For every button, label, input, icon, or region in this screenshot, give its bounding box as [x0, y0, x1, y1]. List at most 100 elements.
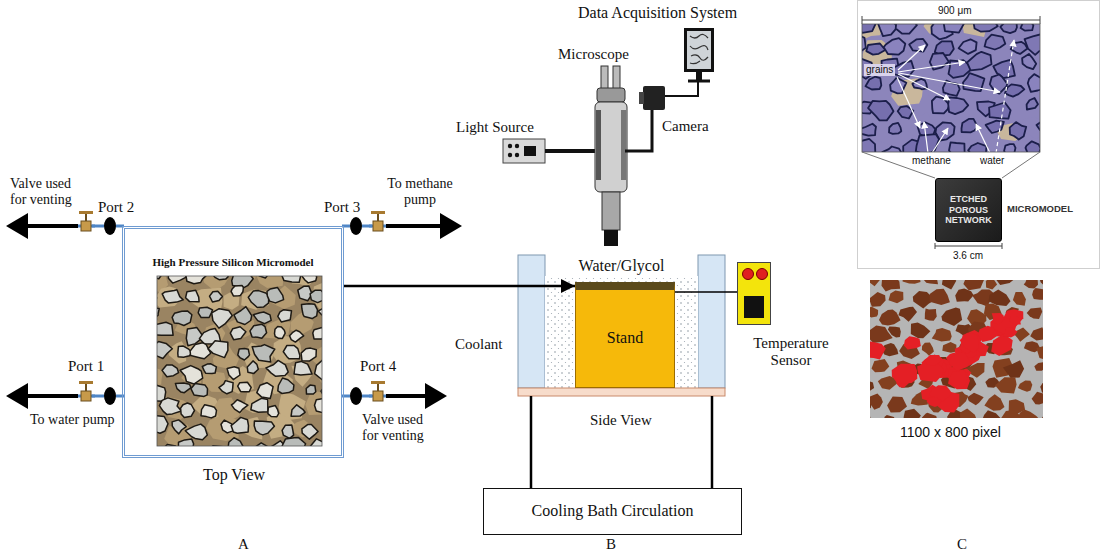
device-label: Camera	[662, 118, 709, 135]
grain	[960, 409, 978, 418]
grain	[985, 35, 1006, 50]
panel-letter: C	[957, 536, 967, 553]
grain	[208, 341, 228, 358]
callout-label: methane	[912, 155, 951, 167]
grain	[925, 355, 942, 366]
grain	[955, 289, 973, 302]
grain	[896, 24, 917, 34]
grain	[227, 367, 240, 380]
coolant-label: Coolant	[455, 336, 503, 353]
grain	[1032, 288, 1043, 300]
indicator-light	[756, 268, 768, 280]
grain	[882, 147, 901, 153]
grain	[294, 361, 312, 375]
stand-box: Stand	[575, 282, 675, 388]
cooling-tank: Water/GlycolStand	[518, 255, 725, 396]
grain	[172, 311, 192, 326]
grain	[868, 101, 893, 121]
grain	[228, 438, 243, 446]
bath-label: Cooling Bath Circulation	[532, 502, 694, 520]
grain	[898, 307, 917, 322]
grain	[949, 142, 965, 152]
grain	[231, 417, 248, 433]
grain	[967, 52, 992, 71]
grain	[315, 359, 322, 380]
grain	[884, 415, 895, 418]
micromodel-chip: ETCHED POROUS NETWORK	[935, 178, 1002, 242]
dimension-label: 900 μm	[936, 5, 974, 17]
grain	[911, 323, 931, 339]
tank-label: Water/Glycol	[579, 257, 665, 275]
grain	[992, 313, 1005, 325]
grain	[925, 308, 937, 320]
grain	[266, 360, 288, 376]
grain	[310, 439, 322, 446]
grain	[1003, 327, 1017, 338]
pump-note: To water pump	[30, 412, 115, 428]
view-label: Side View	[590, 412, 652, 429]
sensor-label: Temperature Sensor	[746, 335, 836, 370]
grain	[231, 285, 243, 296]
cooling-bath-box: Cooling Bath Circulation	[483, 488, 742, 535]
grain	[878, 24, 898, 36]
micromodel-image	[113, 263, 365, 479]
grain	[1021, 24, 1034, 31]
grain	[870, 307, 878, 318]
grain	[157, 342, 172, 359]
grain	[968, 143, 986, 152]
grain	[960, 333, 979, 353]
grain	[942, 342, 956, 353]
grain	[257, 383, 273, 399]
grain	[984, 394, 1004, 411]
grain	[1037, 119, 1041, 136]
grain	[253, 312, 271, 324]
resolution-label: 1100 x 800 pixel	[900, 424, 1001, 440]
grain	[942, 307, 963, 326]
device-label: Data Acquisition System	[578, 4, 737, 22]
grain	[231, 400, 248, 413]
temperature-sensor: Temperature Sensor	[737, 262, 771, 325]
grain	[254, 421, 274, 435]
grain	[1036, 346, 1043, 362]
grain	[967, 393, 983, 406]
grain	[219, 381, 233, 394]
view-label: Top View	[203, 466, 265, 484]
grain	[978, 326, 999, 342]
grain	[185, 424, 207, 440]
grain	[1018, 380, 1032, 391]
grain	[238, 382, 252, 392]
grain	[230, 327, 246, 340]
grain	[318, 301, 322, 320]
grain	[870, 280, 881, 286]
grain	[932, 97, 950, 114]
connector	[675, 291, 737, 293]
grain	[986, 280, 997, 290]
grain	[1013, 292, 1026, 306]
grain	[159, 398, 181, 415]
grain	[212, 309, 233, 328]
grain	[191, 384, 208, 397]
grain	[282, 438, 306, 446]
grain	[157, 322, 173, 335]
grain	[1024, 280, 1038, 289]
grain	[210, 291, 223, 302]
chip-label: ETCHED POROUS NETWORK	[939, 194, 998, 226]
grain	[922, 343, 934, 356]
port-label: Port 4	[360, 358, 396, 375]
connector	[344, 285, 575, 288]
grain	[201, 405, 217, 418]
grain	[870, 394, 883, 410]
grain	[1022, 54, 1036, 69]
grain	[250, 324, 267, 338]
callout-label: grains	[864, 64, 895, 76]
chip-name: MICROMODEL	[1007, 204, 1073, 215]
grain	[313, 328, 322, 339]
grain	[157, 276, 162, 279]
grain	[951, 111, 984, 140]
grain	[963, 280, 984, 290]
sensor-display	[744, 296, 764, 318]
grain	[234, 307, 252, 325]
grain	[948, 369, 970, 389]
